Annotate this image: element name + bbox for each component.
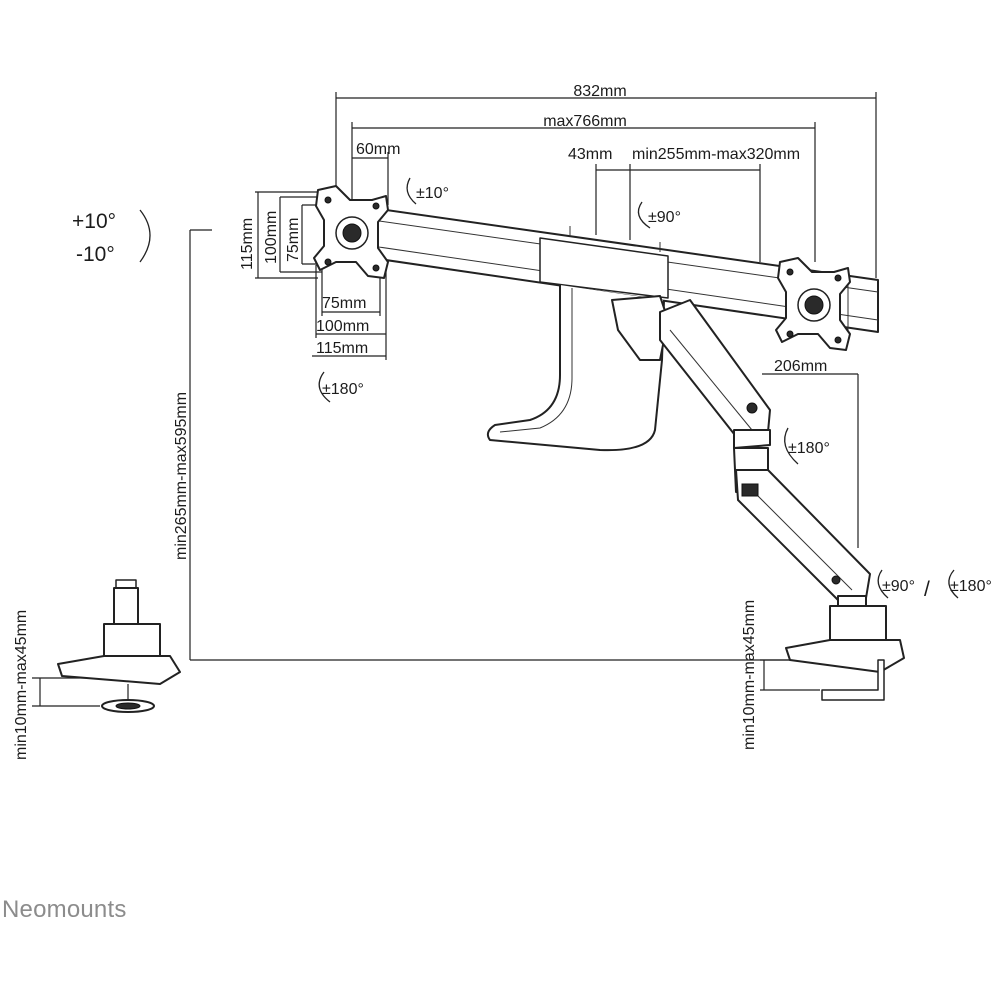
center-offset-label: 43mm bbox=[568, 146, 612, 163]
desk-clamp-right bbox=[785, 595, 905, 701]
top-offset-label: 60mm bbox=[356, 141, 400, 158]
vesa-width-115-label: 115mm bbox=[316, 340, 368, 357]
elbow-rotate-label: ±180° bbox=[788, 440, 830, 457]
vesa-height-100-label: 100mm bbox=[263, 211, 280, 264]
base-swivel-label: ±90° bbox=[882, 578, 915, 595]
max-width-label: max766mm bbox=[543, 113, 627, 130]
brand-logo: Neomounts bbox=[2, 896, 127, 923]
height-range-label: min265mm-max595mm bbox=[173, 392, 190, 560]
mount-tilt-label: ±10° bbox=[416, 185, 449, 202]
arm-span-label: min255mm-max320mm bbox=[632, 146, 800, 163]
vesa-width-100-label: 100mm bbox=[316, 318, 369, 335]
top-dimension-lines bbox=[335, 92, 877, 278]
vesa-width-75-label: 75mm bbox=[322, 295, 366, 312]
vesa-height-115-label: 115mm bbox=[239, 218, 256, 270]
vesa-dimension-lines bbox=[255, 191, 387, 360]
arm-depth-label: 206mm bbox=[774, 358, 827, 375]
center-swivel-label: ±90° bbox=[648, 209, 681, 226]
desk-clamp-left bbox=[57, 579, 181, 713]
gas-spring-arm bbox=[611, 295, 871, 601]
rotation-separator: / bbox=[924, 578, 930, 601]
vesa-height-75-label: 75mm bbox=[285, 218, 302, 262]
desk-thickness-left-label: min10mm-max45mm bbox=[13, 610, 30, 760]
overall-width-label: 832mm bbox=[573, 83, 626, 100]
height-dimension-lines bbox=[32, 229, 859, 707]
desk-thickness-right-label: min10mm-max45mm bbox=[741, 600, 758, 750]
plate-rotate-label: ±180° bbox=[322, 381, 364, 398]
tilt-plus-label: +10° bbox=[72, 210, 116, 233]
tilt-minus-label: -10° bbox=[76, 243, 115, 266]
rotation-arrows bbox=[139, 177, 959, 599]
vesa-plate-right bbox=[775, 257, 851, 351]
vesa-plate-left bbox=[313, 185, 389, 279]
base-rotate-label: ±180° bbox=[950, 578, 992, 595]
